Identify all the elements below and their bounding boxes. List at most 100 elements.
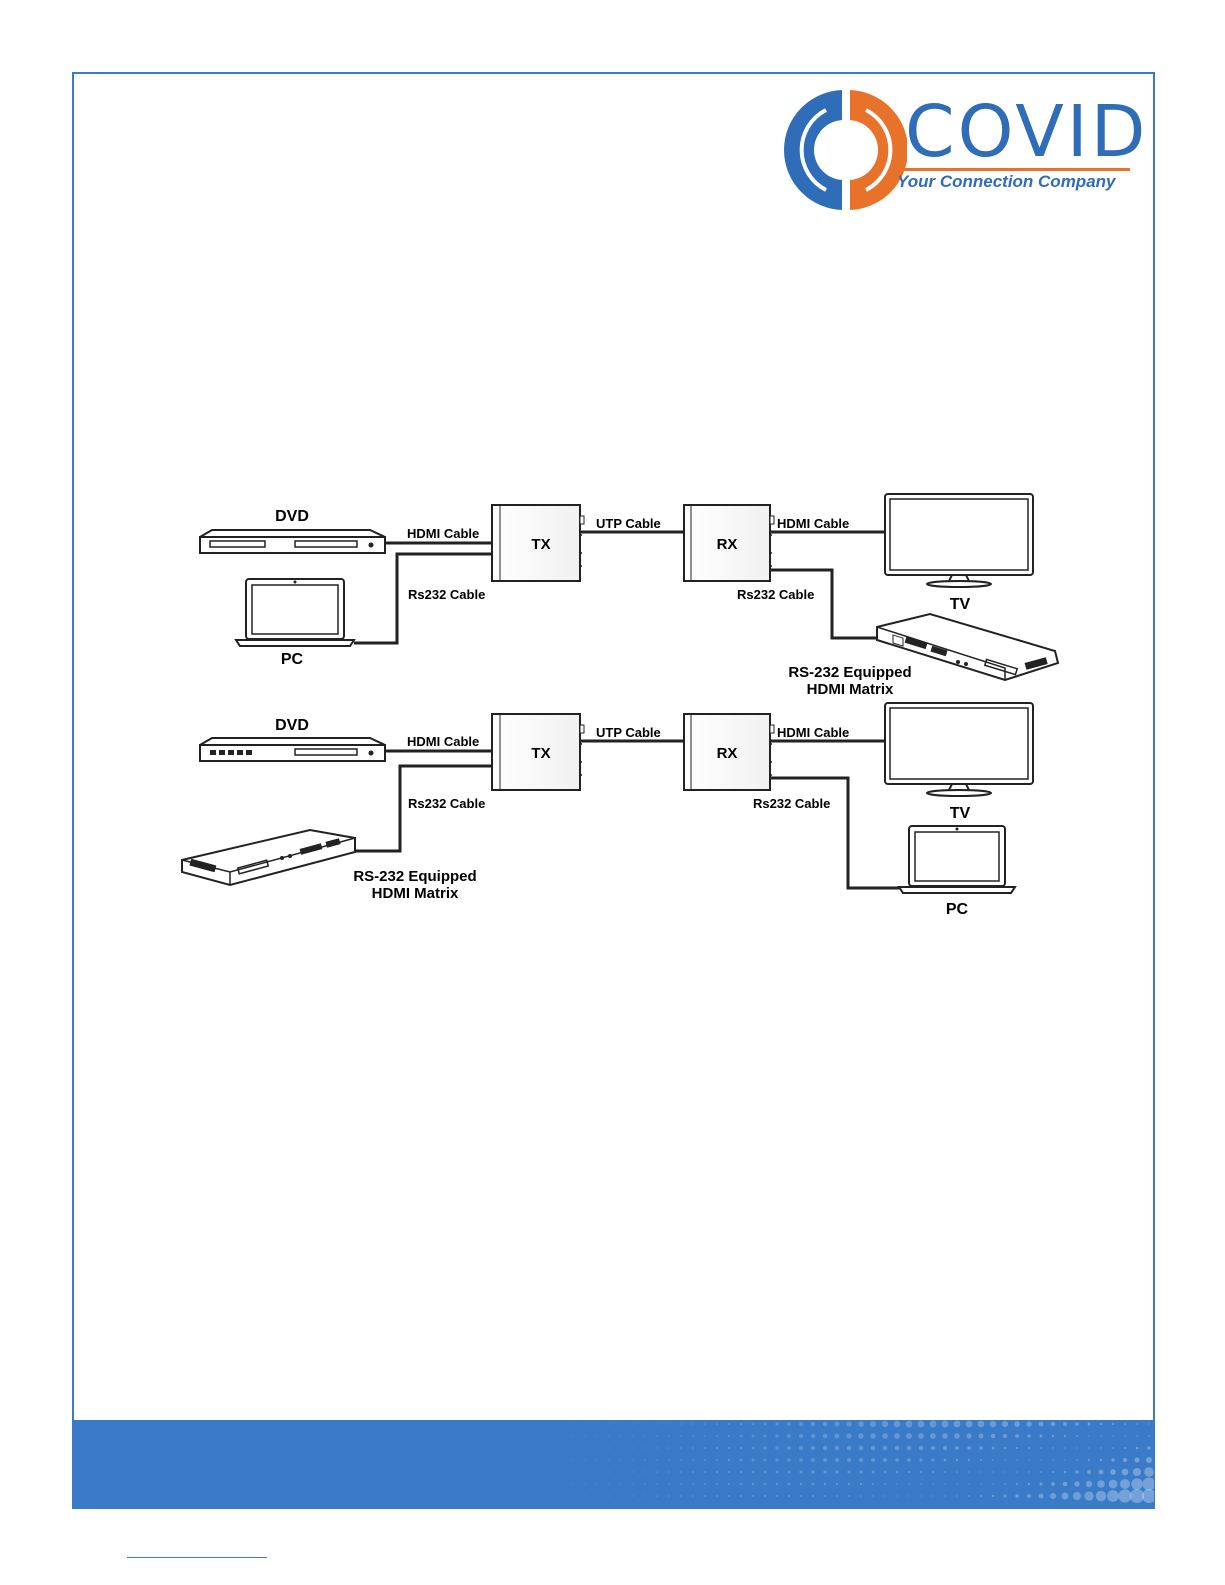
footer-dot: [656, 1435, 657, 1436]
footer-dot: [978, 1421, 985, 1428]
footer-dot: [956, 1471, 958, 1473]
footer-dot: [776, 1483, 779, 1486]
footer-dot: [584, 1471, 585, 1472]
footer-dot: [824, 1495, 826, 1497]
footer-dot: [1124, 1435, 1125, 1436]
footer-dot: [980, 1471, 981, 1472]
footer-dot: [1015, 1434, 1019, 1438]
footer-dot: [716, 1435, 718, 1437]
footer-dot: [1063, 1482, 1067, 1486]
footer-dot: [1027, 1494, 1031, 1498]
footer-dot: [847, 1458, 851, 1462]
footer-dot: [1131, 1478, 1142, 1489]
footer-dot: [632, 1423, 633, 1424]
footer-dot: [980, 1483, 981, 1484]
footer-dot: [1064, 1459, 1065, 1460]
footer-dot: [716, 1423, 718, 1425]
footer-dot: [846, 1421, 851, 1426]
tx-hdmi-cable-label: HDMI Cable: [407, 734, 479, 749]
footer-dot: [1050, 1493, 1056, 1499]
footer-dot: [811, 1446, 815, 1450]
footer-dot: [872, 1495, 873, 1496]
footer-dot: [1040, 1459, 1041, 1460]
footer-dot: [632, 1447, 633, 1448]
footer-dot: [1122, 1469, 1129, 1476]
footer-dot: [692, 1435, 694, 1437]
footer-dot: [871, 1458, 875, 1462]
footer-dot: [968, 1459, 970, 1461]
footer-dot: [752, 1447, 755, 1450]
footer-dot: [870, 1433, 875, 1438]
tv-monitor-icon: [885, 703, 1033, 796]
footer-dot: [954, 1433, 959, 1438]
footer-dot: [1124, 1423, 1126, 1425]
matrix-label-line1: RS-232 Equipped: [788, 664, 911, 681]
footer-dot: [584, 1459, 585, 1460]
footer-dot: [919, 1446, 923, 1450]
footer-dot: [584, 1483, 585, 1484]
scenario-2: DVD HDMI Cable Rs232 Cable RS-232 Equipp…: [182, 703, 1033, 918]
footer-dot: [1026, 1421, 1031, 1426]
utp-cable-label: UTP Cable: [596, 516, 661, 531]
footer-dot: [728, 1435, 730, 1437]
footer-dot: [596, 1495, 597, 1496]
footer-dot: [1004, 1471, 1005, 1472]
footer-dot: [752, 1471, 755, 1474]
scenario-1: DVD PC HDMI Cable Rs232 Cable TX UTP Cab…: [200, 494, 1058, 698]
footer-dot: [704, 1447, 706, 1449]
footer-dot: [1112, 1447, 1114, 1449]
footer-dot: [680, 1495, 682, 1497]
dvd-player-icon: [200, 738, 385, 761]
footer-dot: [788, 1495, 790, 1497]
footer-dot: [596, 1459, 597, 1460]
footer-dot: [836, 1483, 838, 1485]
footer-dot: [992, 1447, 995, 1450]
footer-dot: [847, 1470, 850, 1473]
footer-dot: [894, 1433, 900, 1439]
footer-dot: [1016, 1471, 1017, 1472]
footer-dot: [764, 1495, 766, 1497]
footer-dot: [870, 1421, 876, 1427]
footer-dot: [848, 1483, 850, 1485]
footer-dot: [908, 1471, 910, 1473]
footer-dot: [847, 1446, 852, 1451]
footer-dot: [764, 1483, 767, 1486]
footer-dot: [608, 1483, 609, 1484]
footer-dot: [823, 1422, 828, 1427]
footer-dot: [859, 1446, 864, 1451]
footer-dot: [716, 1459, 718, 1461]
footer-dot: [1076, 1447, 1077, 1448]
hdmi-matrix-icon: [182, 830, 355, 885]
pc-label: PC: [946, 901, 969, 918]
tv-label: TV: [950, 596, 971, 613]
footer-dot: [992, 1459, 994, 1461]
footer-dot: [920, 1471, 922, 1473]
footer-dot: [1142, 1489, 1154, 1503]
footer-dot: [907, 1446, 912, 1451]
footer-dot: [776, 1471, 779, 1474]
footer-dot: [932, 1459, 935, 1462]
footer-dot: [608, 1495, 609, 1496]
footer-dot: [716, 1447, 718, 1449]
footer-dot: [1028, 1471, 1029, 1472]
footer-dot: [632, 1495, 633, 1496]
footer-dot: [668, 1483, 670, 1485]
footer-dot: [740, 1447, 743, 1450]
footer-dot: [1084, 1491, 1093, 1500]
footer-dot: [906, 1421, 913, 1428]
footer-dot: [979, 1446, 982, 1449]
footer-dot: [1120, 1479, 1130, 1489]
footer-dot: [1088, 1447, 1089, 1448]
footer-dot: [716, 1483, 718, 1485]
footer-dot: [800, 1495, 802, 1497]
footer-dot: [812, 1495, 814, 1497]
footer-dot: [787, 1458, 790, 1461]
footer-dot: [968, 1495, 970, 1497]
tx-rs232-cable-label: Rs232 Cable: [408, 587, 485, 602]
footer-dot: [1074, 1481, 1079, 1486]
footer-dot: [644, 1447, 645, 1448]
footer-dot: [1110, 1469, 1116, 1475]
footer-dot: [1028, 1447, 1030, 1449]
footer-dot: [907, 1458, 910, 1461]
footer-dot: [920, 1495, 921, 1496]
